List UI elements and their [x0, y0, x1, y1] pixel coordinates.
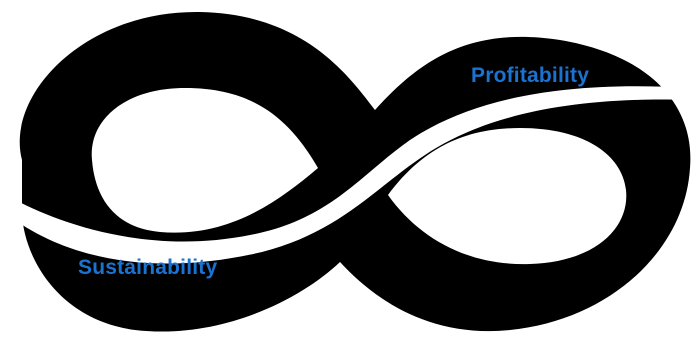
label-sustainability: Sustainability — [78, 256, 218, 279]
infinity-ribbon — [19, 11, 691, 332]
crossing-sweep — [8, 86, 690, 264]
label-profitability: Profitability — [471, 64, 590, 87]
